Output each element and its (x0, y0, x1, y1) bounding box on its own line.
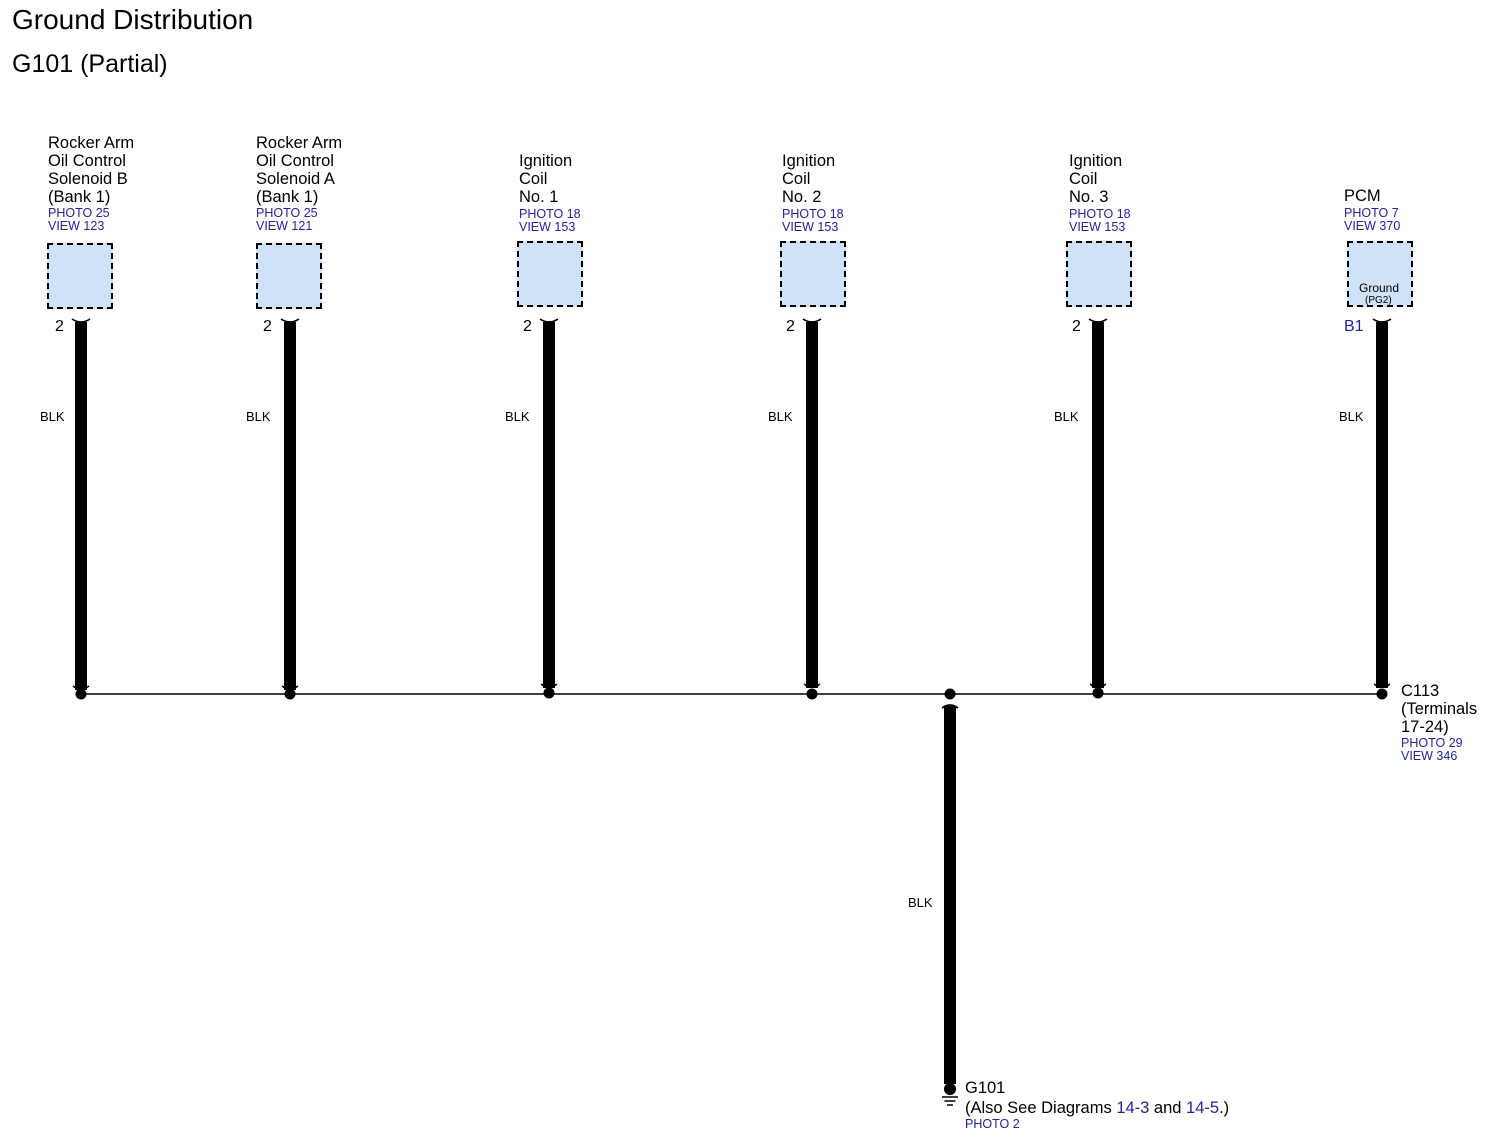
photo-ref[interactable]: PHOTO 25 (48, 206, 110, 220)
pin-arc (1088, 318, 1108, 323)
splice-arc (941, 704, 959, 709)
splice-arc (1089, 683, 1107, 688)
splice-dot (75, 688, 87, 700)
wire-solenoid-a (284, 322, 296, 690)
pin-number: B1 (1344, 318, 1364, 335)
also-see-suffix: .) (1219, 1099, 1230, 1117)
splice-dot (284, 688, 296, 700)
splice-arc (803, 683, 821, 688)
ground-wire-color-label: BLK (908, 895, 933, 910)
photo-ref[interactable]: PHOTO 7 (1344, 206, 1399, 220)
connector-box (517, 241, 583, 307)
pin-arc (71, 318, 91, 323)
wire-color-label: BLK (505, 409, 530, 424)
splice-dot (1092, 687, 1104, 699)
connector-box (47, 243, 113, 309)
wire-ignition-coil-3 (1092, 322, 1104, 688)
connector-box (1347, 241, 1413, 307)
connector-box (1066, 241, 1132, 307)
view-ref[interactable]: VIEW 121 (256, 219, 313, 233)
wire-color-label: BLK (246, 409, 271, 424)
pin-arc (1372, 318, 1392, 323)
ground-symbol-icon (942, 1083, 958, 1106)
view-ref[interactable]: VIEW 153 (1069, 220, 1126, 234)
also-see-prefix: (Also See Diagrams (965, 1099, 1117, 1117)
ground-photo-ref[interactable]: PHOTO 2 (965, 1117, 1020, 1131)
wire-ground (944, 706, 956, 1084)
and-text: and (1149, 1099, 1187, 1117)
component-name: Ignition Coil No. 1 (519, 152, 573, 206)
wire-color-label: BLK (1339, 409, 1364, 424)
diagram-link-14-3[interactable]: 14-3 (1116, 1099, 1150, 1117)
wire-ignition-coil-1 (543, 322, 555, 688)
page-subtitle: G101 (Partial) (12, 50, 168, 78)
photo-ref[interactable]: PHOTO 18 (519, 207, 581, 221)
component-name: Ignition Coil No. 2 (782, 152, 836, 206)
wire-ignition-coil-2 (806, 322, 818, 688)
photo-ref[interactable]: PHOTO 18 (782, 207, 844, 221)
pin-number: 2 (786, 318, 795, 335)
splice-dot (806, 688, 818, 700)
view-ref[interactable]: VIEW 123 (48, 219, 105, 233)
splice-arc (1373, 683, 1391, 688)
view-ref[interactable]: VIEW 153 (782, 220, 839, 234)
connector-box (780, 241, 846, 307)
component-name: Rocker Arm Oil Control Solenoid B (Bank … (48, 134, 135, 206)
wire-color-label: BLK (1054, 409, 1079, 424)
connector-photo-ref[interactable]: PHOTO 29 (1401, 736, 1463, 750)
component-name: PCM (1344, 187, 1381, 205)
diagram-link-14-5[interactable]: 14-5 (1186, 1099, 1220, 1117)
splice-dot (543, 687, 555, 699)
pin-number: 2 (1072, 318, 1081, 335)
pin-arc (802, 318, 822, 323)
pin-number: 2 (523, 318, 532, 335)
photo-ref[interactable]: PHOTO 18 (1069, 207, 1131, 221)
wire-solenoid-b (75, 322, 87, 690)
wire-color-label: BLK (768, 409, 793, 424)
pin-number: 2 (263, 318, 272, 335)
wire-color-label: BLK (40, 409, 65, 424)
view-ref[interactable]: VIEW 370 (1344, 219, 1401, 233)
component-name: Rocker Arm Oil Control Solenoid A (Bank … (256, 134, 343, 206)
connector-box (256, 243, 322, 309)
connector-inner-sublabel: (PG2) (1365, 295, 1392, 306)
splice-dot (944, 688, 956, 700)
view-ref[interactable]: VIEW 153 (519, 220, 576, 234)
pin-number: 2 (55, 318, 64, 335)
splice-dot (1376, 688, 1388, 700)
component-name: Ignition Coil No. 3 (1069, 152, 1123, 206)
ground-name: G101 (965, 1079, 1006, 1097)
wire-pcm (1376, 322, 1388, 688)
photo-ref[interactable]: PHOTO 25 (256, 206, 318, 220)
pin-arc (539, 318, 559, 323)
connector-name: C113 (Terminals 17-24) (1401, 682, 1478, 736)
splice-arc (540, 683, 558, 688)
page-title: Ground Distribution (12, 4, 254, 35)
connector-view-ref[interactable]: VIEW 346 (1401, 749, 1458, 763)
ground-also-see: (Also See Diagrams 14-3 and 14-5.) (965, 1099, 1229, 1118)
connector-inner-label: Ground (1359, 281, 1400, 295)
pin-arc (280, 318, 300, 323)
